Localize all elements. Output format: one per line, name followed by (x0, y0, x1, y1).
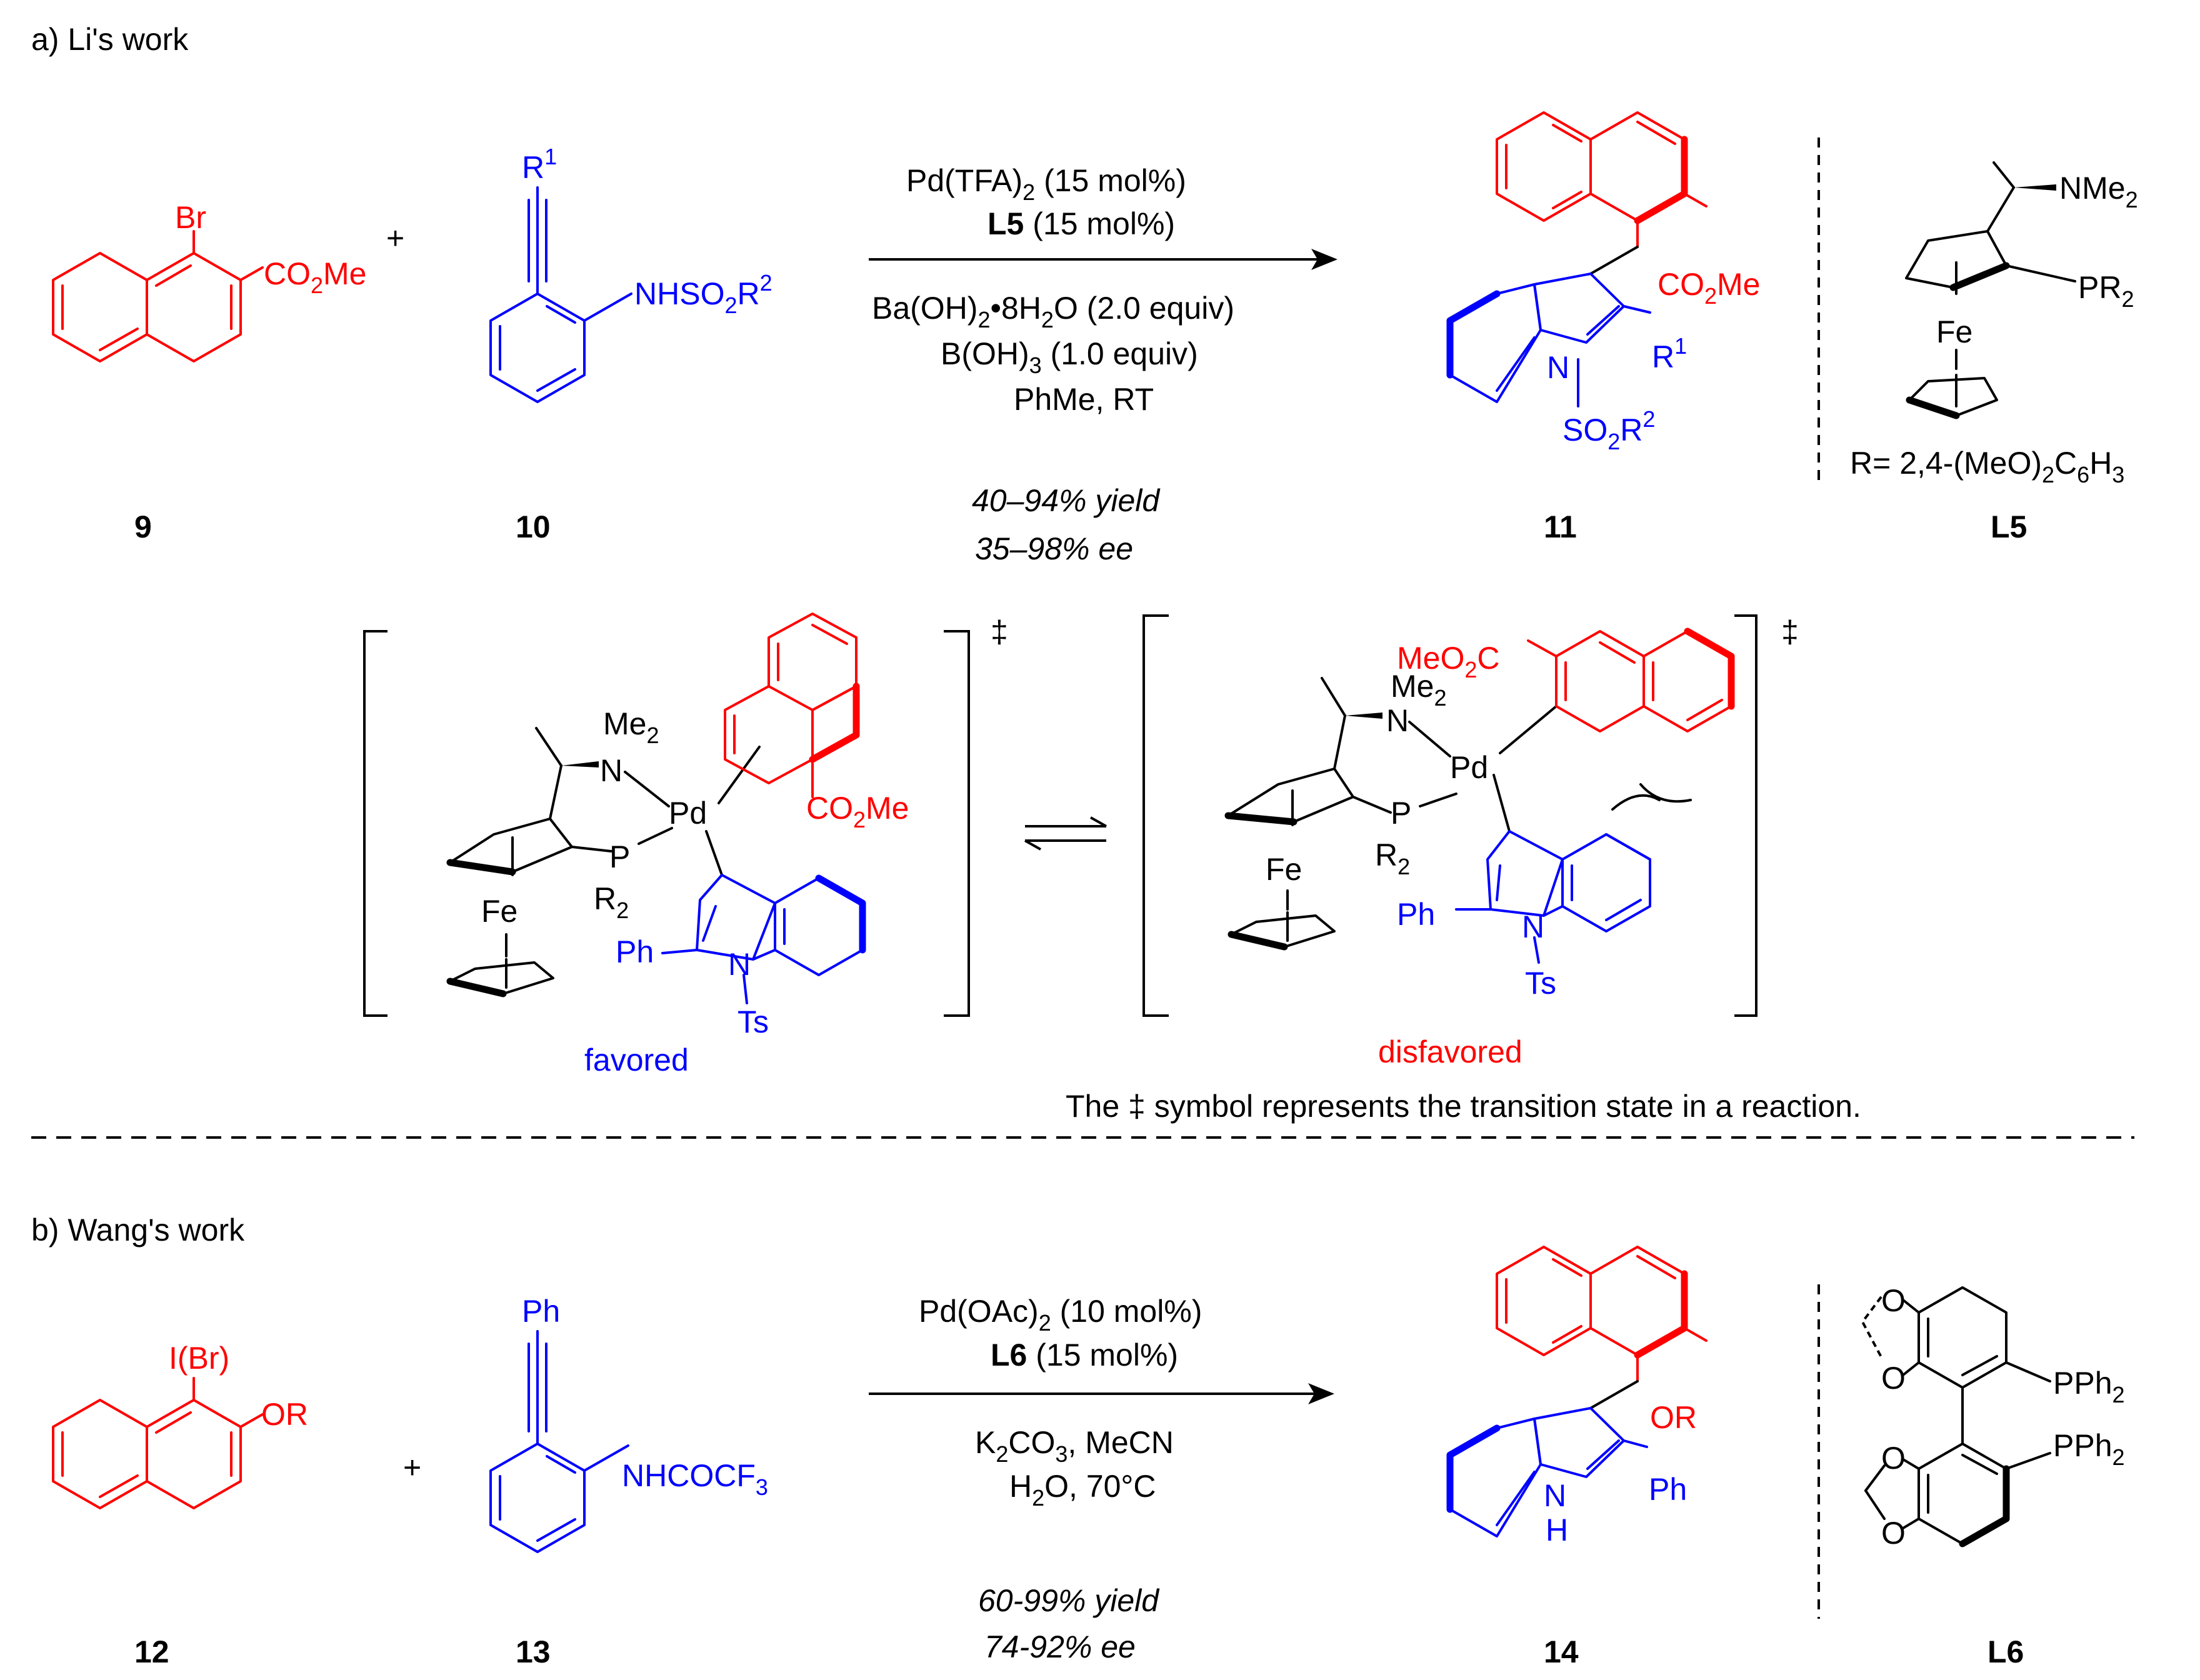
svg-text:PhMe, RT: PhMe, RT (1014, 382, 1154, 417)
label-o-l6-3: O (1881, 1441, 1906, 1476)
ts-disfavored-structure (1224, 628, 1735, 964)
label-n-favored: N (600, 753, 622, 788)
compound-10-label: 10 (516, 509, 551, 544)
svg-text:60-99% yield: 60-99% yield (978, 1583, 1160, 1618)
label-ts-disfavored: Ts (1525, 966, 1556, 1001)
reaction-arrow-b-head (1308, 1383, 1334, 1404)
label-r2-disfavored: R2 (1375, 838, 1410, 879)
label-ts-favored: Ts (738, 1004, 769, 1039)
label-pd-disfavored: Pd (1450, 750, 1488, 785)
compound-12-structure (52, 1377, 264, 1509)
section-a-title: a) Li's work (31, 22, 189, 57)
compound-13-label: 13 (516, 1634, 551, 1669)
svg-text:L6 (15 mol%): L6 (15 mol%) (991, 1338, 1178, 1372)
label-p-disfavored: P (1391, 796, 1411, 831)
plus-sign-b: + (403, 1450, 421, 1485)
label-r2-favored: R2 (594, 881, 629, 923)
ts-favored-structure (446, 612, 866, 1004)
label-pr2-l5: PR2 (2078, 270, 2134, 312)
label-pph2-l6-2: PPh2 (2053, 1428, 2125, 1470)
label-co2me-11: CO2Me (1658, 267, 1761, 309)
reaction-arrow-a-head (1311, 249, 1338, 270)
label-favored: favored (584, 1042, 689, 1078)
compound-11-structure (1446, 111, 1708, 408)
label-meo2c: MeO2C (1397, 641, 1500, 682)
svg-text:Pd(OAc)2 (10 mol%): Pd(OAc)2 (10 mol%) (919, 1294, 1202, 1336)
label-ibr: I(Br) (169, 1341, 229, 1376)
ligand-l5-label: L5 (1991, 509, 2027, 544)
ligand-l6-structure (1861, 1286, 2051, 1548)
label-co2me-favored: CO2Me (806, 791, 909, 832)
label-or-14: OR (1650, 1400, 1697, 1435)
label-ph-14: Ph (1649, 1472, 1687, 1507)
label-so2r2: SO2R2 (1562, 406, 1655, 454)
svg-text:Ba(OH)2•8H2O (2.0 equiv): Ba(OH)2•8H2O (2.0 equiv) (872, 291, 1234, 332)
label-ph-13: Ph (522, 1294, 560, 1329)
label-me2-disfavored: Me2 (1391, 669, 1447, 711)
svg-text:35–98% ee: 35–98% ee (975, 531, 1133, 566)
label-disfavored: disfavored (1378, 1034, 1522, 1069)
compound-11-label: 11 (1544, 509, 1577, 544)
label-fe-disfavored: Fe (1266, 852, 1302, 887)
svg-text:40–94% yield: 40–94% yield (972, 483, 1161, 518)
compound-13-structure (489, 1330, 629, 1553)
svg-text:K2CO3, MeCN: K2CO3, MeCN (975, 1425, 1174, 1467)
compound-14-structure (1446, 1246, 1708, 1538)
section-b-title: b) Wang's work (31, 1212, 245, 1248)
label-nhcocf3: NHCOCF3 (622, 1458, 768, 1500)
label-o-l6-1: O (1881, 1283, 1906, 1318)
label-o-l6-2: O (1881, 1361, 1906, 1396)
svg-text:L5 (15 mol%): L5 (15 mol%) (988, 206, 1175, 241)
svg-text:Pd(TFA)2 (15 mol%): Pd(TFA)2 (15 mol%) (906, 163, 1186, 205)
svg-text:B(OH)3 (1.0 equiv): B(OH)3 (1.0 equiv) (941, 336, 1198, 378)
label-nme2-l5: NMe2 (2059, 171, 2138, 212)
label-n-indole-disfavored: N (1522, 909, 1544, 944)
compound-12-label: 12 (134, 1634, 169, 1669)
label-n-indole-favored: N (728, 947, 751, 982)
svg-text:H2O, 70°C: H2O, 70°C (1009, 1469, 1156, 1511)
ligand-l6-label: L6 (1988, 1634, 2024, 1669)
label-r1-11: R1 (1652, 333, 1687, 374)
plus-sign-a: + (386, 221, 404, 256)
ts-disfavored-bracket (1142, 614, 1758, 1017)
label-nhso2r2: NHSO2R2 (634, 270, 772, 318)
label-r1-10: R1 (522, 144, 557, 185)
label-p-favored: P (609, 839, 630, 874)
reaction-b-conditions: Pd(OAc)2 (10 mol%) L6 (15 mol%) K2CO3, M… (919, 1294, 1202, 1664)
r-definition: R= 2,4-(MeO)2C6H3 (1850, 446, 2124, 488)
compound-9-structure (52, 230, 264, 362)
label-fe-l5: Fe (1936, 314, 1972, 349)
label-br: Br (175, 200, 206, 235)
label-me2-favored: Me2 (603, 706, 659, 748)
label-ph-disfavored: Ph (1397, 897, 1435, 932)
label-n-14: N (1544, 1478, 1566, 1513)
label-pph2-l6-1: PPh2 (2053, 1366, 2125, 1408)
label-n-11: N (1547, 350, 1569, 385)
dagger-disfavored: ‡ (1781, 614, 1799, 649)
compound-14-label: 14 (1544, 1634, 1579, 1669)
label-pd-favored: Pd (669, 796, 707, 831)
label-o-l6-4: O (1881, 1516, 1906, 1551)
compound-9-label: 9 (134, 509, 152, 544)
label-co2me-9: CO2Me (264, 256, 367, 298)
equilibrium-arrows (1024, 816, 1107, 851)
reaction-a-conditions: Pd(TFA)2 (15 mol%) L5 (15 mol%) Ba(OH)2•… (872, 163, 1234, 566)
label-n-disfavored: N (1386, 703, 1409, 738)
label-ph-favored: Ph (616, 934, 654, 969)
label-or-12: OR (261, 1397, 308, 1432)
label-h-14: H (1546, 1512, 1568, 1548)
compound-10-structure (489, 186, 632, 403)
ts-note: The ‡ symbol represents the transition s… (1066, 1089, 1861, 1124)
dagger-favored: ‡ (991, 614, 1008, 649)
ligand-l5-structure (1905, 161, 2076, 419)
ts-favored-bracket (363, 630, 970, 1017)
svg-text:74-92% ee: 74-92% ee (984, 1629, 1136, 1664)
label-fe-favored: Fe (481, 894, 518, 929)
